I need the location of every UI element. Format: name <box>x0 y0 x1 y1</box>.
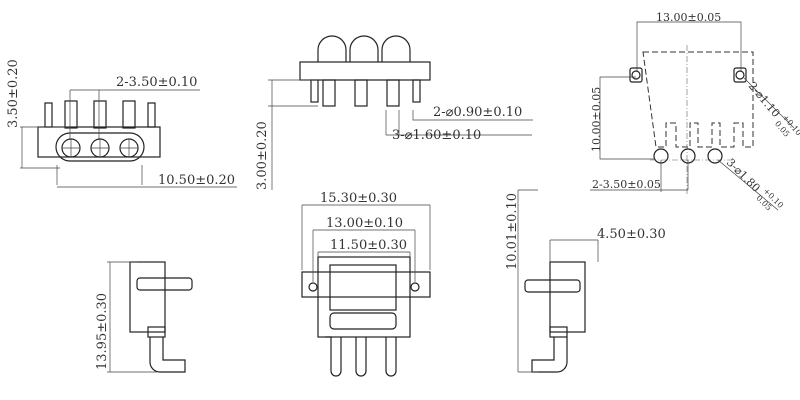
dim-right-depth: 4.50±0.30 <box>597 227 666 242</box>
pcb-layout-view: 13.00±0.05 10.00±0.05 2-3.50±0.05 2-⌀1.1… <box>590 11 800 212</box>
top-view: 3.00±0.20 2-⌀0.90±0.10 3-⌀1.60±0.10 <box>255 35 533 190</box>
left-side-view: 13.95±0.30 <box>95 261 193 373</box>
dim-right-height: 10.01±0.10 <box>505 193 520 270</box>
dim-pcb-mount-hole: 2-⌀1.10 <box>746 80 783 120</box>
dim-top-contact-dia: 3-⌀1.60±0.10 <box>392 128 481 143</box>
dim-left-height: 13.95±0.30 <box>95 293 110 370</box>
dim-front-pitch: 2-3.50±0.10 <box>116 75 197 90</box>
dim-pcb-pitch: 2-3.50±0.05 <box>592 178 661 191</box>
right-side-view: 10.01±0.10 4.50±0.30 <box>505 189 666 373</box>
bottom-view: 15.30±0.30 13.00±0.10 11.50±0.30 <box>301 191 431 377</box>
dim-bottom-overall: 15.30±0.30 <box>320 191 397 206</box>
dim-bottom-body: 11.50±0.30 <box>330 238 407 253</box>
dim-top-height: 3.00±0.20 <box>255 121 270 190</box>
front-view: 3.50±0.20 2-3.50±0.10 10.50±0.20 <box>6 59 237 188</box>
dim-pcb-width: 13.00±0.05 <box>656 11 721 24</box>
dim-front-width: 10.50±0.20 <box>158 173 235 188</box>
dim-front-height: 3.50±0.20 <box>6 59 21 128</box>
dim-bottom-hole-span: 13.00±0.10 <box>326 216 403 231</box>
dim-top-pin-dia: 2-⌀0.90±0.10 <box>433 105 522 120</box>
dim-pcb-contact-hole: 3-⌀1.80 <box>724 156 763 195</box>
dim-pcb-height: 10.00±0.05 <box>590 87 603 152</box>
